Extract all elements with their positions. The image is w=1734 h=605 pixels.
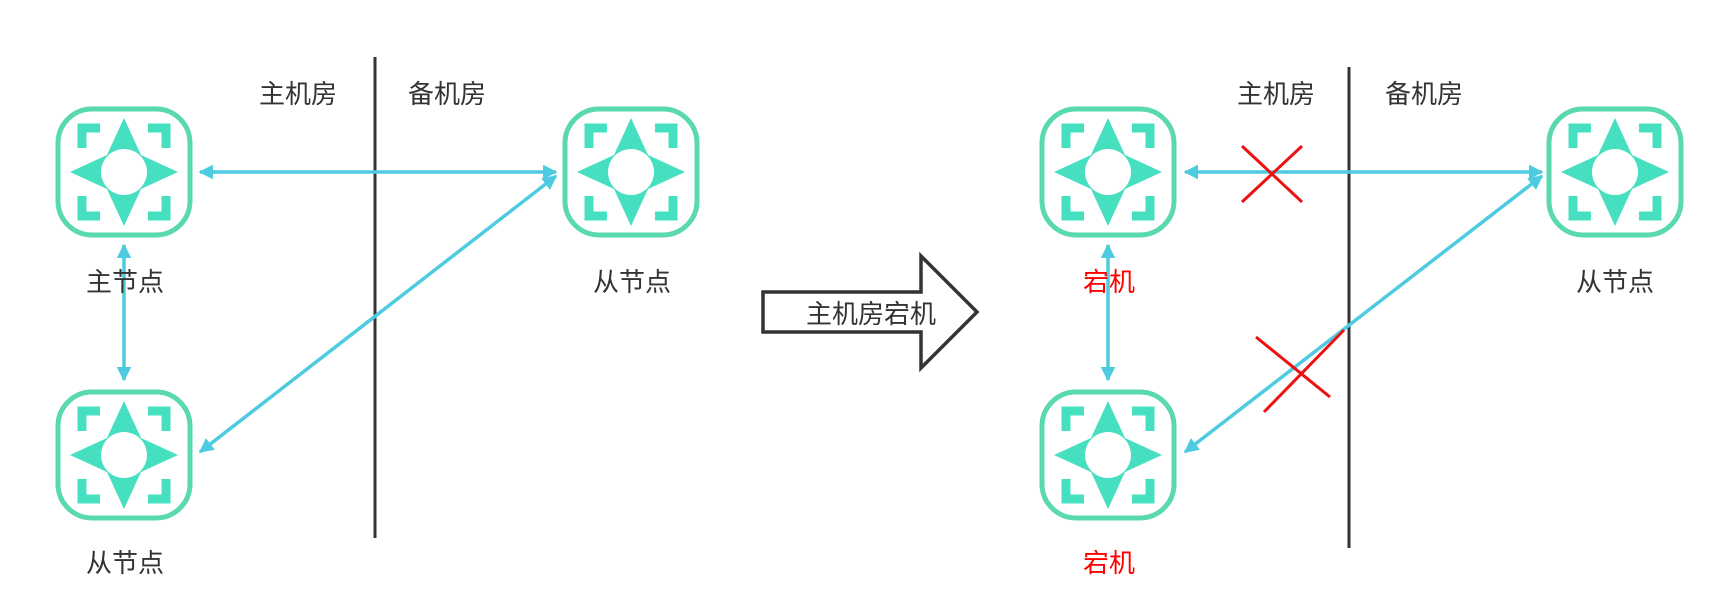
link-local-slave-backup-slave — [198, 174, 558, 454]
backup-slave-node-icon-right — [1549, 109, 1681, 235]
room-primary-label-right: 主机房 — [1237, 80, 1316, 110]
backup-slave-node-label: 从节点 — [593, 268, 672, 298]
failed-master-node-icon — [1042, 109, 1174, 235]
failed-local-slave-label: 宕机 — [1083, 549, 1136, 579]
local-slave-node-icon — [58, 392, 190, 518]
master-node-icon — [58, 109, 190, 235]
right-arrow-icon — [761, 251, 980, 373]
failed-local-slave-node-icon — [1042, 392, 1174, 518]
master-node-label: 主节点 — [86, 268, 165, 298]
room-backup-label-right: 备机房 — [1385, 80, 1464, 110]
cross-icon — [1240, 144, 1304, 204]
cross-icon — [1255, 328, 1346, 414]
room-primary-label-left: 主机房 — [259, 80, 338, 110]
transition-label: 主机房宕机 — [806, 300, 937, 330]
local-slave-node-label: 从节点 — [86, 549, 165, 579]
failed-master-label: 宕机 — [1083, 268, 1136, 298]
backup-slave-node-icon — [565, 109, 697, 235]
backup-slave-node-label-right: 从节点 — [1576, 268, 1655, 298]
link-failed-local-slave-backup-slave — [1183, 174, 1544, 454]
room-backup-label-left: 备机房 — [408, 80, 487, 110]
